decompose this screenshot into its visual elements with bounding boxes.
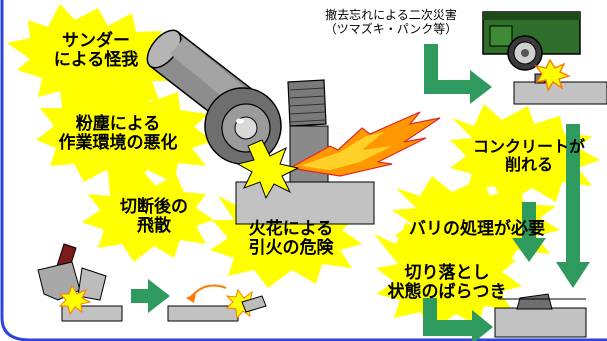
label-dust-line2: 作業環境の悪化: [58, 133, 178, 154]
label-scatter-line2: 飛散: [137, 216, 171, 237]
label-burr-line1: バリの処理が必要: [409, 219, 545, 239]
label-spark-fire-line1: 火花による: [248, 219, 334, 239]
label-sander-injury-line1: サンダー: [62, 31, 130, 51]
arrow-l-bottom: [423, 298, 493, 341]
label-secondary-line1: 撤去忘れによる二次災害: [325, 8, 457, 22]
label-spark-fire-line2: 引火の危険: [248, 238, 334, 259]
label-dust-line1: 粉塵による: [75, 114, 161, 134]
label-dust: 粉塵による 作業環境の悪化: [46, 114, 190, 154]
label-sander-injury-line2: による怪我: [53, 50, 139, 71]
label-scatter-line1: 切断後の: [120, 197, 188, 217]
label-concrete-cut-line2: 削れる: [504, 154, 553, 174]
arrow-down-mid: [512, 202, 546, 262]
spark-top-right: [534, 58, 572, 92]
label-secondary-hazard: 撤去忘れによる二次災害 （ツマズキ・パンク等）: [308, 8, 474, 37]
arrow-right-bottom: [131, 279, 170, 313]
arrow-down-right-long: [556, 124, 590, 288]
label-uneven-cut-line1: 切り落とし: [404, 263, 490, 283]
label-scatter: 切断後の 飛散: [106, 197, 202, 237]
label-burr: バリの処理が必要: [404, 219, 550, 239]
contact-spark: [236, 139, 300, 200]
label-concrete-cut: コンクリートが 削れる: [470, 138, 588, 174]
scatter-after: [167, 284, 267, 322]
burst-concrete-cut: [450, 104, 600, 204]
concrete-block: [235, 181, 375, 225]
burr-stub: [516, 293, 553, 310]
label-concrete-cut-line1: コンクリートが: [472, 137, 585, 156]
arrow-l-top: [424, 44, 492, 104]
grinder-tool: [146, 29, 327, 165]
cart: [482, 11, 581, 71]
burst-sander-injury: [7, 4, 190, 112]
label-secondary-line2: （ツマズキ・パンク等）: [324, 22, 458, 37]
label-spark-fire: 火花による 引火の危険: [236, 219, 346, 259]
burst-scatter: [82, 168, 214, 262]
spark-jet: [288, 111, 441, 177]
label-uneven-cut: 切り落とし 状態のばらつき: [380, 263, 514, 303]
scatter-before: [37, 243, 123, 322]
label-sander-injury: サンダー による怪我: [44, 31, 148, 71]
burst-dust: [36, 84, 213, 188]
floor-slab-bottom: [494, 307, 587, 338]
label-uneven-cut-line2: 状態のばらつき: [387, 282, 507, 303]
burst-uneven-cut: [374, 222, 522, 330]
